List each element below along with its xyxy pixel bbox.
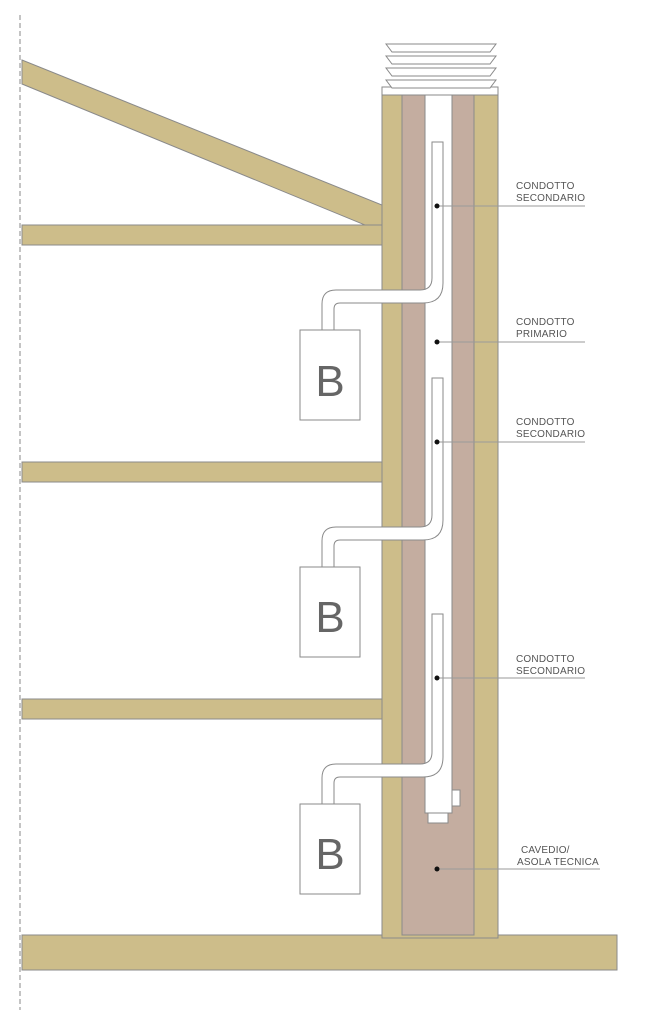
callout-label-line2: SECONDARIO [516,666,585,677]
callout-label-line2: PRIMARIO [516,329,567,340]
callout-secondary-2: CONDOTTO SECONDARIO [434,417,585,445]
callout-secondary-3: CONDOTTO SECONDARIO [434,654,585,681]
roof-rafter [21,59,383,233]
ground-slab [21,934,618,971]
callout-label-line1: CONDOTTO [516,317,575,328]
callout-dot [434,439,440,445]
boiler-3: B [299,803,361,895]
boiler-letter: B [315,357,344,406]
callout-label-line2: ASOLA TECNICA [517,857,599,868]
callout-label-line2: SECONDARIO [516,429,585,440]
primary-pipe-base [427,812,449,824]
callout-dot [434,675,440,681]
boiler-letter: B [315,593,344,642]
callout-label-line1: CONDOTTO [516,181,575,192]
callout-dot [434,203,440,209]
callout-dot [434,339,440,345]
callout-label-line1: CONDOTTO [516,417,575,428]
callout-label-line1: CONDOTTO [516,654,575,665]
callout-primary: CONDOTTO PRIMARIO [434,317,585,345]
callout-label-line1: CAVEDIO/ [521,845,570,856]
boiler-letter: B [315,830,344,879]
boiler-1: B [299,329,361,421]
floor-slab-top [21,224,383,246]
floor-slab-middle [21,461,383,483]
chimney-cowl [385,43,497,89]
callout-secondary-1: CONDOTTO SECONDARIO [434,181,585,209]
floor-slab-lower [21,698,383,720]
condensate-drain [451,789,461,807]
callout-technical-shaft: CAVEDIO/ ASOLA TECNICA [434,845,600,872]
boiler-2: B [299,566,361,658]
callout-dot [434,866,440,872]
callout-label-line2: SECONDARIO [516,193,585,204]
